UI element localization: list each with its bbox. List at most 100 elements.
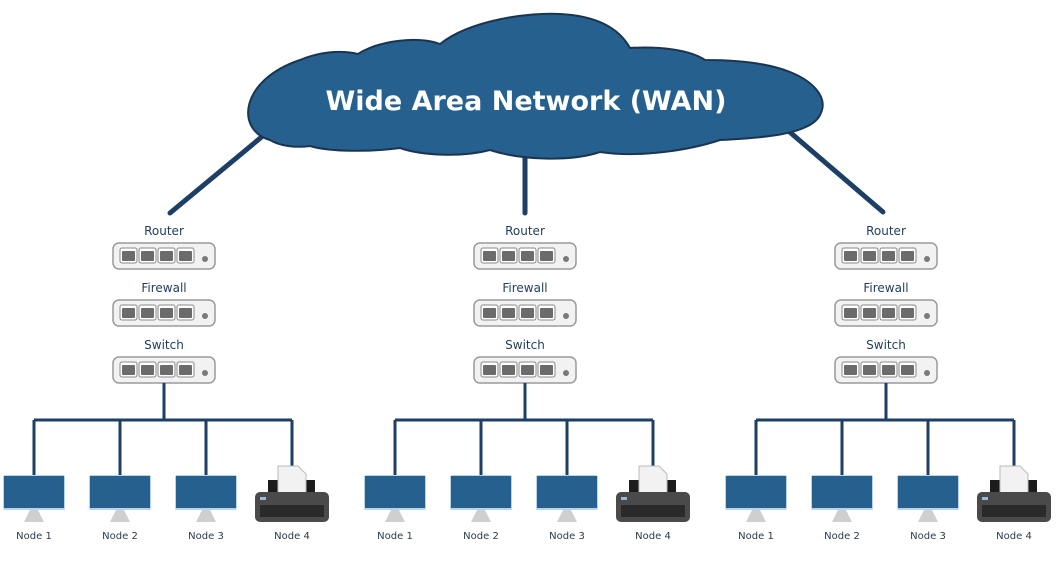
firewall-device: Firewall [112,281,216,327]
port-socket [882,251,895,261]
node-3: Node 3 [175,420,237,542]
printer-led [260,497,266,500]
node-label: Node 4 [635,531,671,542]
port-socket [540,251,553,261]
port-socket [141,251,154,261]
monitor-stand [385,510,405,522]
monitor-screen [176,476,236,508]
port-socket [882,308,895,318]
printer-tray-right [666,480,676,494]
power-led-icon [924,313,930,319]
switch-label: Switch [505,338,545,352]
printer-slot [260,505,324,517]
monitor-stand [196,510,216,522]
router-device: Router [473,224,577,270]
node-1: Node 1 [3,420,65,542]
uplink-branch-1 [167,127,273,216]
printer-icon [977,465,1051,522]
monitor-stand [832,510,852,522]
power-led-icon [202,313,208,319]
port-socket [502,365,515,375]
port-socket [179,251,192,261]
monitor-stand [471,510,491,522]
computer-icon [364,475,426,522]
monitor-stand [746,510,766,522]
port-socket [901,308,914,318]
node-2: Node 2 [811,420,873,542]
printer-led [982,497,988,500]
port-socket [483,308,496,318]
firewall-label: Firewall [502,281,547,295]
power-led-icon [202,256,208,262]
port-socket [160,308,173,318]
node-1: Node 1 [364,420,426,542]
node-4: Node 4 [255,420,329,542]
node-label: Node 2 [102,531,138,542]
monitor-screen [898,476,958,508]
router-device: Router [834,224,938,270]
monitor-screen [537,476,597,508]
port-socket [863,308,876,318]
switch-device: Switch [112,338,216,384]
node-label: Node 2 [824,531,860,542]
printer-tray-left [990,480,1000,494]
printer-tray-left [629,480,639,494]
port-socket [483,365,496,375]
switch-device: Switch [834,338,938,384]
port-socket [901,251,914,261]
printer-icon [255,465,329,522]
printer-tray-right [305,480,315,494]
power-led-icon [924,370,930,376]
firewall-device: Firewall [473,281,577,327]
port-socket [901,365,914,375]
port-socket [122,365,135,375]
node-label: Node 1 [377,531,413,542]
computer-icon [3,475,65,522]
switch-label: Switch [866,338,906,352]
port-socket [179,308,192,318]
monitor-stand [557,510,577,522]
node-2: Node 2 [450,420,512,542]
cloud-shape [247,12,824,160]
switch-device: Switch [473,338,577,384]
router-label: Router [144,224,184,238]
router-label: Router [505,224,545,238]
port-socket [483,251,496,261]
computer-icon [725,475,787,522]
port-socket [141,308,154,318]
node-label: Node 1 [16,531,52,542]
printer-slot [982,505,1046,517]
monitor-stand [24,510,44,522]
printer-slot [621,505,685,517]
cloud-title: Wide Area Network (WAN) [326,86,727,117]
power-led-icon [563,256,569,262]
printer-led [621,497,627,500]
node-3: Node 3 [536,420,598,542]
node-label: Node 3 [188,531,224,542]
node-label: Node 4 [274,531,310,542]
node-3: Node 3 [897,420,959,542]
port-socket [863,251,876,261]
power-led-icon [202,370,208,376]
monitor-screen [365,476,425,508]
port-socket [122,308,135,318]
paper-sheet [277,465,307,495]
port-socket [179,365,192,375]
port-socket [540,308,553,318]
computer-icon [811,475,873,522]
node-label: Node 4 [996,531,1032,542]
paper-sheet [999,465,1029,495]
computer-icon [536,475,598,522]
port-socket [844,308,857,318]
port-socket [863,365,876,375]
computer-icon [89,475,151,522]
port-socket [844,365,857,375]
node-label: Node 3 [910,531,946,542]
port-socket [160,251,173,261]
firewall-label: Firewall [863,281,908,295]
uplinks [167,125,886,216]
port-socket [521,365,534,375]
